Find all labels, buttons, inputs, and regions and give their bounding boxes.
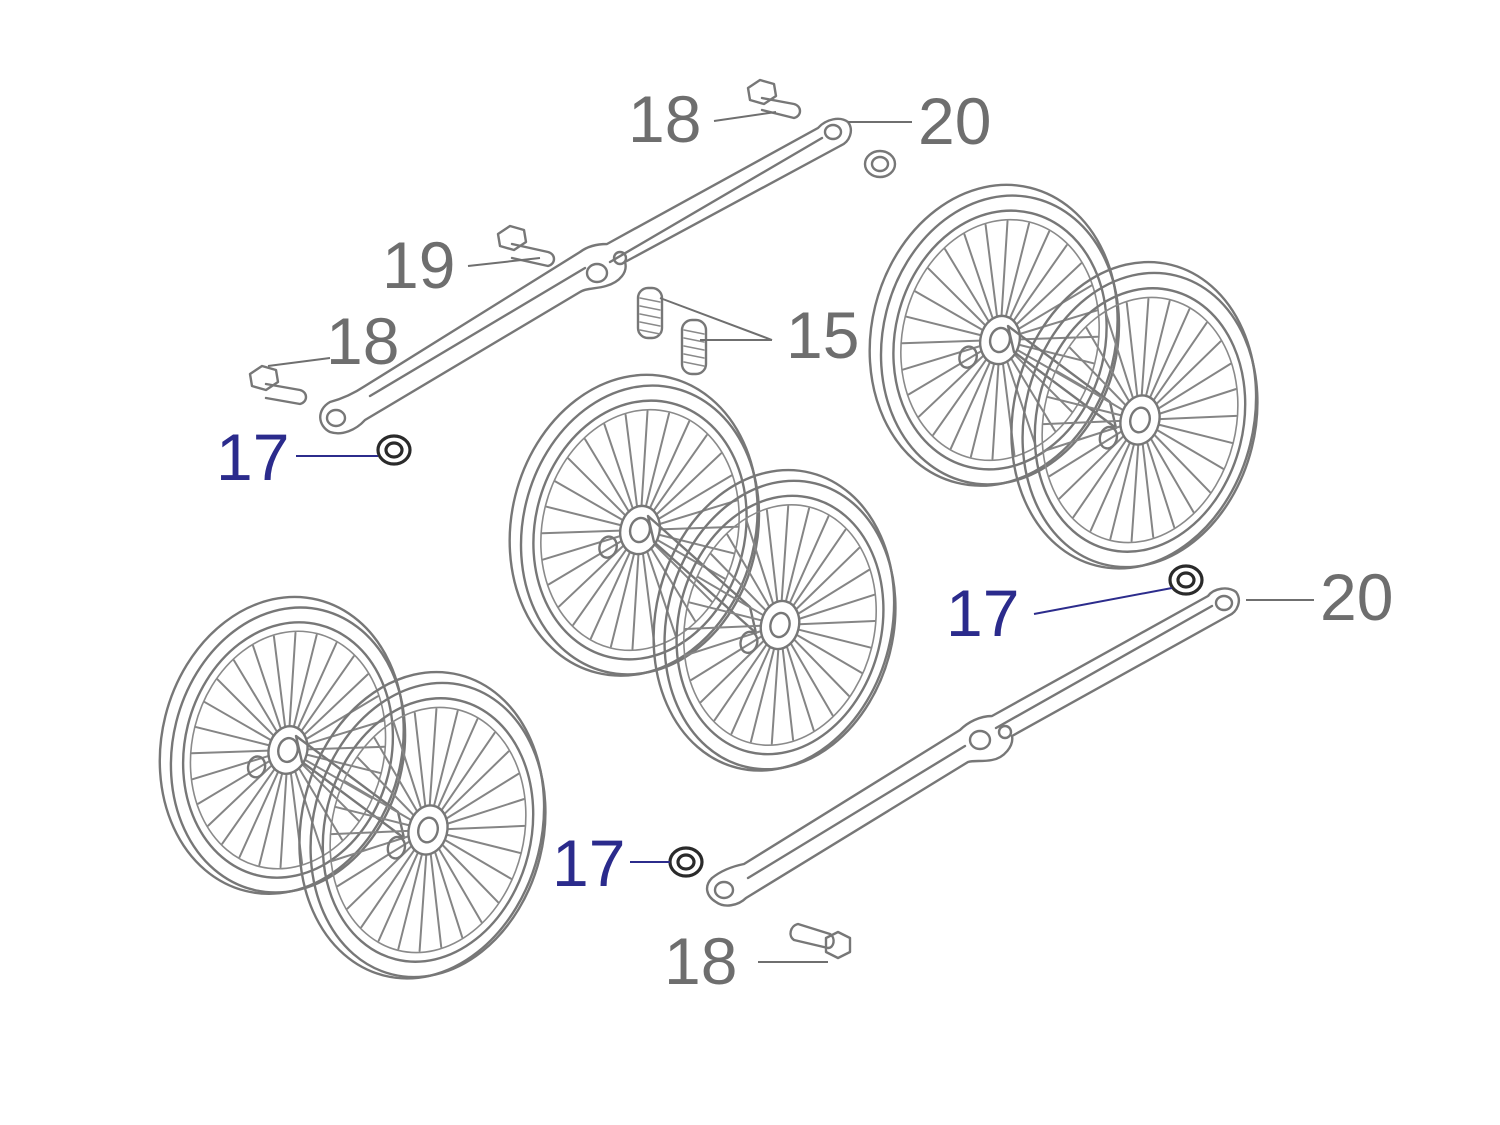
spring-15-b [680, 318, 708, 376]
nut-17-bottom [668, 846, 704, 878]
callout-18-top: 18 [628, 82, 701, 156]
wheelset-middle-front-wheel [652, 468, 897, 772]
wheelset-front [158, 595, 547, 980]
wheelset-front-front-wheel [298, 670, 547, 980]
leader-lines [267, 111, 1314, 963]
wheelset-rear-rear-wheel [868, 183, 1121, 487]
callout-15: 15 [786, 298, 859, 372]
bolt-19 [496, 224, 556, 268]
nut-17-left [376, 434, 412, 466]
lower-coupling-rod [705, 587, 1240, 907]
upper-coupling-rod [319, 117, 852, 435]
wheelset-middle [508, 373, 897, 772]
wheelset-front-rear-wheel [158, 595, 407, 895]
wheelset-rear [868, 183, 1259, 570]
bolt-bottom [789, 922, 852, 960]
washer-20-top [863, 149, 897, 179]
wheelset-middle-rear-wheel [508, 373, 761, 677]
callout-17-right: 17 [946, 576, 1019, 650]
callout-18-left: 18 [326, 304, 399, 378]
callout-17-left: 17 [216, 420, 289, 494]
callout-20-top: 20 [918, 84, 991, 158]
callout-19: 19 [382, 228, 455, 302]
callout-18-bottom: 18 [664, 924, 737, 998]
nut-17-right [1168, 564, 1204, 596]
callout-20-right: 20 [1320, 560, 1393, 634]
spring-15-a [636, 286, 664, 340]
callout-17-bottom: 17 [552, 826, 625, 900]
wheelset-rear-front-wheel [1010, 260, 1259, 570]
bolt-top [746, 78, 802, 120]
bolt-left [248, 364, 308, 406]
